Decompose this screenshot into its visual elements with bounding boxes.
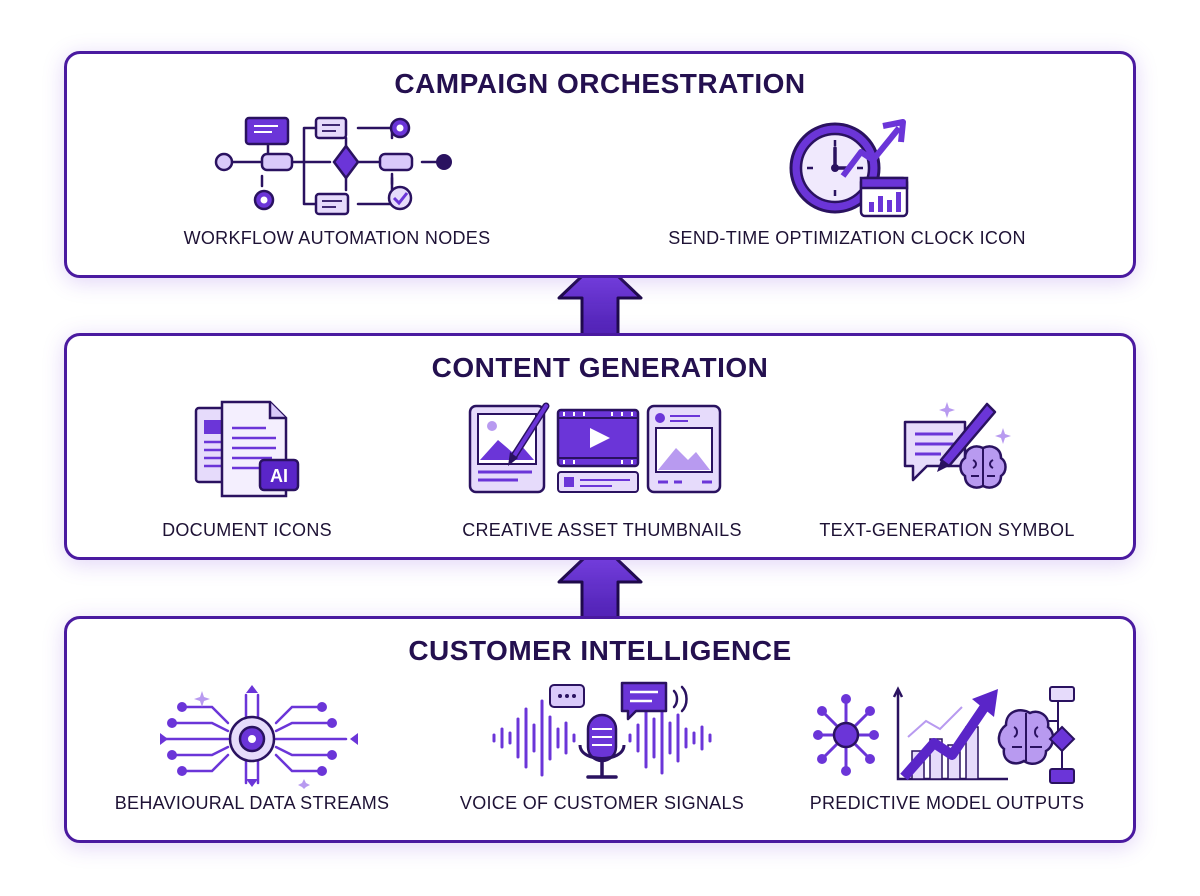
data-streams-icon [160,685,358,789]
campaign-orchestration-panel: CAMPAIGN ORCHESTRATION [64,51,1136,278]
workflow-automation-item: WORKFLOW AUTOMATION NODES [177,116,497,249]
predictive-model-icon [813,686,1076,784]
item-label: CREATIVE ASSET THUMBNAILS [462,520,742,540]
document-icons-item: AI DOCUMENT ICONS [117,400,377,541]
item-label: VOICE OF CUSTOMER SIGNALS [459,793,745,813]
item-label: PREDICTIVE MODEL OUTPUTS [809,793,1085,813]
microphone-icon [492,681,712,779]
panel-title: CUSTOMER INTELLIGENCE [408,635,792,666]
customer-intelligence-panel: CUSTOMER INTELLIGENCE BEHAVIOURAL DATA [64,616,1136,843]
predictive-model-item: PREDICTIVE MODEL OUTPUTS [787,681,1107,814]
text-generation-item: TEXT-GENERATION SYMBOL [787,400,1107,541]
creative-thumbnails-icon [468,402,722,494]
panel-title: CAMPAIGN ORCHESTRATION [394,68,806,99]
item-label: DOCUMENT ICONS [162,520,332,540]
voice-of-customer-item: VOICE OF CUSTOMER SIGNALS [437,679,767,814]
workflow-nodes-icon [214,116,452,216]
content-generation-panel: CONTENT GENERATION AI DOCUMENT ICONS [64,333,1136,560]
item-label: SEND-TIME OPTIMIZATION CLOCK ICON [668,228,1026,248]
pen-brain-icon [903,402,1011,489]
panel-title: CONTENT GENERATION [431,352,769,383]
item-label: WORKFLOW AUTOMATION NODES [183,228,491,248]
creative-asset-item: CREATIVE ASSET THUMBNAILS [437,400,767,541]
item-label: TEXT-GENERATION SYMBOL [819,520,1075,540]
ai-badge-text: AI [270,466,288,486]
item-label: BEHAVIOURAL DATA STREAMS [114,793,390,813]
behavioural-data-item: BEHAVIOURAL DATA STREAMS [87,683,417,814]
send-time-optimization-item: SEND-TIME OPTIMIZATION CLOCK ICON [637,116,1057,249]
ai-document-icon: AI [194,400,300,498]
clock-chart-icon [789,119,909,218]
